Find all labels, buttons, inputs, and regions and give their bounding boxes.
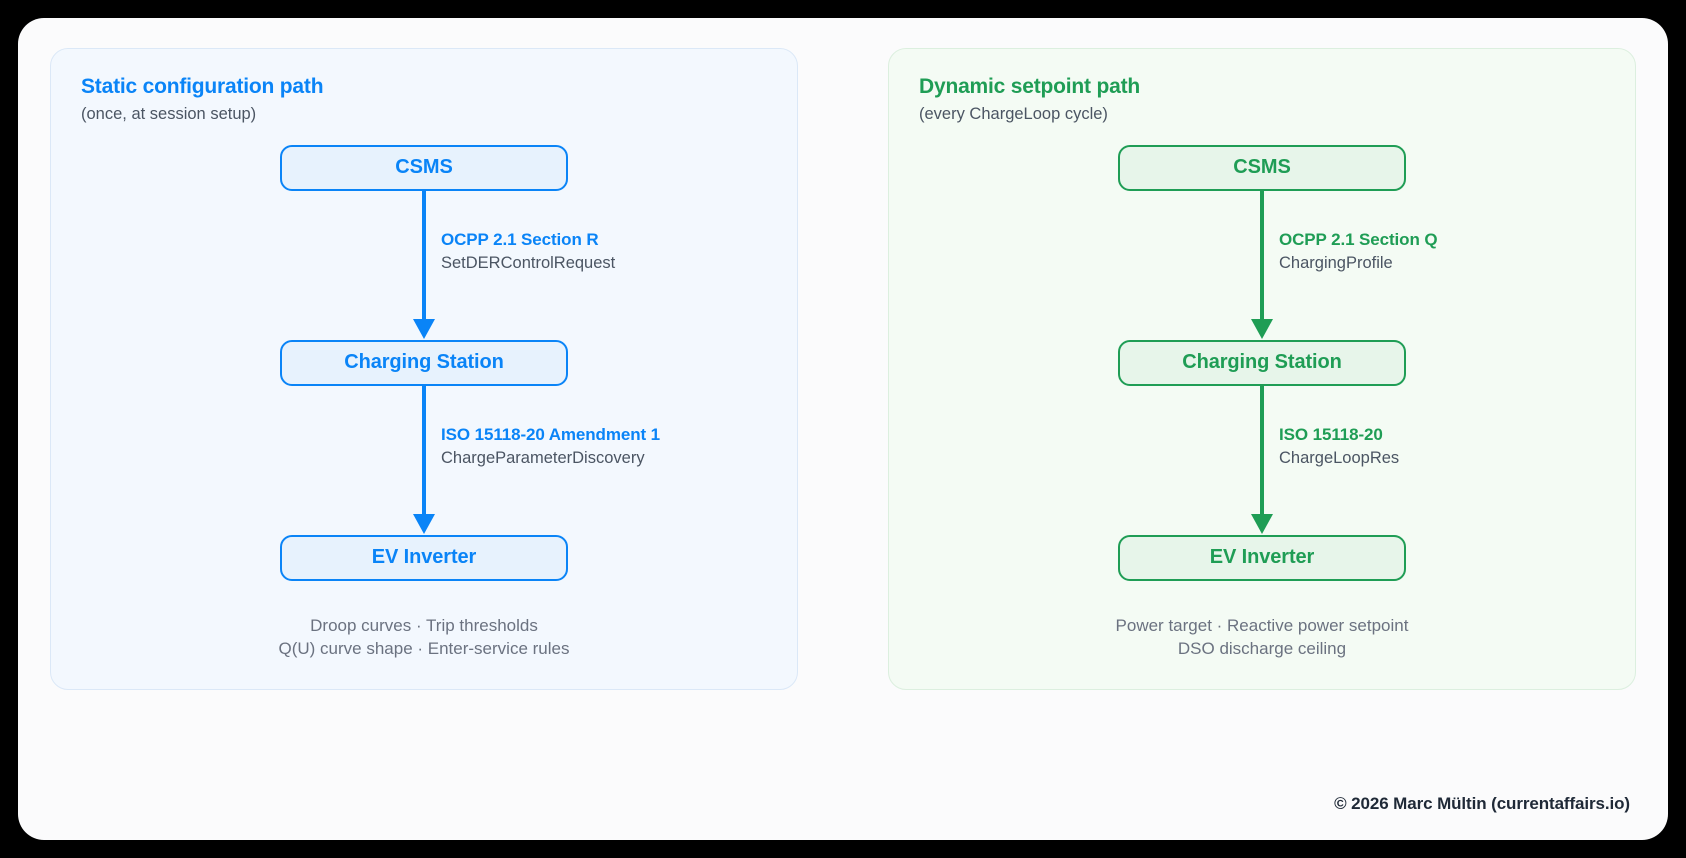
node-csms[interactable]: CSMS [1118, 144, 1406, 191]
arrow-head-icon [1251, 318, 1273, 339]
panel-footer-line: Q(U) curve shape · Enter-service rules [278, 638, 570, 658]
node-charging-station[interactable]: Charging Station [1118, 339, 1406, 386]
connector-labels: OCPP 2.1 Section Q ChargingProfile [1279, 229, 1438, 275]
connector-labels: OCPP 2.1 Section R SetDERControlRequest [441, 229, 615, 275]
panel-subtitle: (every ChargeLoop cycle) [919, 105, 1108, 124]
panel-subtitle: (once, at session setup) [81, 105, 257, 124]
panel-footer: Droop curves · Trip thresholds Q(U) curv… [81, 615, 767, 661]
connector-line [1260, 385, 1264, 518]
connector-line [1260, 190, 1264, 323]
node-ev-inverter[interactable]: EV Inverter [1118, 534, 1406, 581]
connector-protocol-label: ISO 15118-20 [1279, 424, 1383, 444]
panels-container: Static configuration path (once, at sess… [50, 48, 1636, 690]
connector-message-label: ChargeLoopRes [1279, 448, 1400, 467]
panel-footer-line: Droop curves · Trip thresholds [310, 615, 538, 635]
connector-charging-station-to-ev-inverter: ISO 15118-20 ChargeLoopRes [1118, 385, 1406, 535]
node-csms[interactable]: CSMS [280, 144, 568, 191]
panel-title: Static configuration path [81, 75, 324, 98]
panel-footer-line: Power target · Reactive power setpoint [1115, 615, 1409, 635]
flow-chain: CSMS OCPP 2.1 Section Q ChargingProfile … [919, 144, 1605, 581]
connector-charging-station-to-ev-inverter: ISO 15118-20 Amendment 1 ChargeParameter… [280, 385, 660, 535]
flow-chain: CSMS OCPP 2.1 Section R SetDERControlReq… [81, 144, 767, 581]
panel-dynamic-setpoint-path: Dynamic setpoint path (every ChargeLoop … [888, 48, 1636, 690]
connector-protocol-label: ISO 15118-20 Amendment 1 [441, 424, 661, 444]
connector-message-label: ChargingProfile [1279, 253, 1393, 272]
connector-protocol-label: OCPP 2.1 Section R [441, 229, 599, 249]
arrow-head-icon [413, 513, 435, 534]
panel-footer-line: DSO discharge ceiling [1177, 638, 1347, 658]
connector-protocol-label: OCPP 2.1 Section Q [1279, 229, 1438, 249]
connector-message-label: SetDERControlRequest [441, 253, 616, 272]
panel-footer: Power target · Reactive power setpoint D… [919, 615, 1605, 661]
node-charging-station[interactable]: Charging Station [280, 339, 568, 386]
arrow-head-icon [413, 318, 435, 339]
copyright-notice: © 2026 Marc Mültin (currentaffairs.io) [1334, 794, 1630, 813]
diagram-card: Static configuration path (once, at sess… [18, 18, 1668, 840]
arrow-head-icon [1251, 513, 1273, 534]
panel-title: Dynamic setpoint path [919, 75, 1140, 98]
connector-line [422, 385, 426, 518]
node-ev-inverter[interactable]: EV Inverter [280, 534, 568, 581]
connector-line [422, 190, 426, 323]
connector-labels: ISO 15118-20 ChargeLoopRes [1279, 424, 1399, 470]
connector-labels: ISO 15118-20 Amendment 1 ChargeParameter… [441, 424, 660, 470]
panel-static-configuration-path: Static configuration path (once, at sess… [50, 48, 798, 690]
connector-csms-to-charging-station: OCPP 2.1 Section R SetDERControlRequest [280, 190, 615, 340]
connector-message-label: ChargeParameterDiscovery [441, 448, 645, 467]
connector-csms-to-charging-station: OCPP 2.1 Section Q ChargingProfile [1118, 190, 1438, 340]
